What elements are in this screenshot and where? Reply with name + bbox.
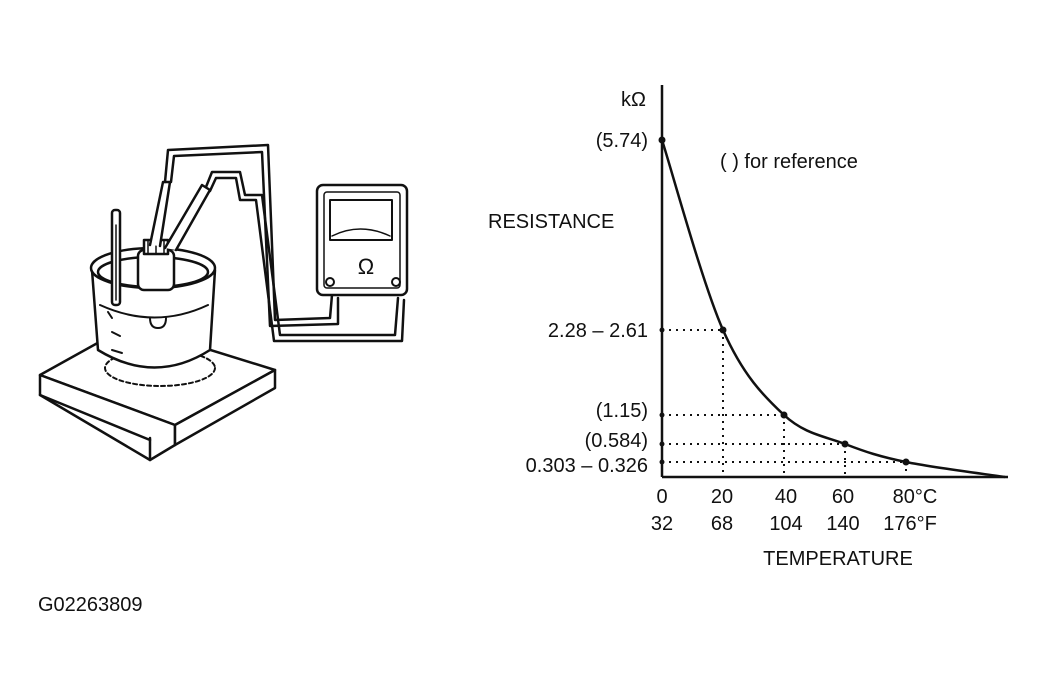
resistance-curve: [660, 139, 1006, 479]
y-axis-tick: [659, 441, 665, 447]
data-point: [841, 440, 849, 448]
y-axis-tick: [659, 412, 665, 418]
x-axis-title: TEMPERATURE: [763, 548, 913, 570]
y-axis-tick: [659, 459, 665, 465]
resistance-temperature-chart: [658, 85, 1008, 479]
reference-guides: [662, 329, 907, 477]
x-tick-label-celsius: 80°C: [892, 486, 938, 508]
beaker: [89, 246, 217, 369]
data-point: [902, 458, 910, 466]
x-tick-label-fahrenheit: 104: [769, 513, 803, 535]
test-leads: [163, 143, 406, 343]
data-points: [658, 136, 910, 466]
reference-note: ( ) for reference: [720, 151, 858, 173]
y-tick-label: (0.584): [584, 430, 648, 452]
y-axis-title: RESISTANCE: [488, 211, 615, 233]
x-tick-label-celsius: 20: [710, 486, 734, 508]
thermometer: [110, 208, 122, 307]
test-probes: [148, 180, 212, 252]
ohmmeter: [315, 183, 409, 297]
data-point: [780, 411, 788, 419]
y-tick-label: 2.28 – 2.61: [547, 320, 648, 342]
x-tick-label-celsius: 60: [831, 486, 855, 508]
y-tick-label: 0.303 – 0.326: [525, 455, 648, 477]
ohm-symbol: Ω: [358, 254, 374, 279]
y-tick-label: (1.15): [595, 400, 648, 422]
y-axis-tick: [659, 327, 665, 333]
x-tick-label-celsius: 40: [774, 486, 798, 508]
x-tick-label-celsius: 0: [656, 486, 668, 508]
y-unit-label: kΩ: [621, 89, 646, 111]
x-tick-label-fahrenheit: 32: [650, 513, 674, 535]
test-apparatus-illustration: [38, 143, 409, 462]
x-tick-label-fahrenheit: 176°F: [883, 513, 937, 535]
figure-id: G02263809: [38, 594, 143, 616]
y-axis-tick: [659, 137, 665, 143]
data-point: [719, 326, 727, 334]
x-tick-label-fahrenheit: 68: [710, 513, 734, 535]
x-tick-label-fahrenheit: 140: [826, 513, 860, 535]
y-tick-label: (5.74): [595, 130, 648, 152]
